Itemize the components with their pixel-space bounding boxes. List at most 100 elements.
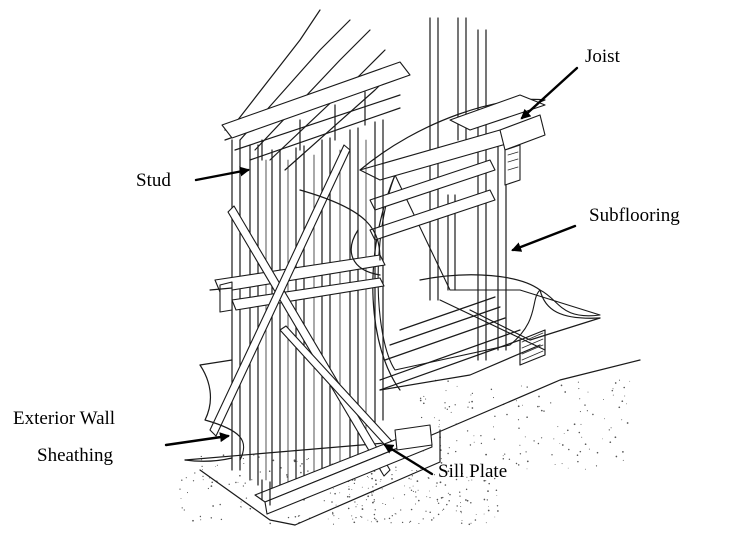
- ground-speck: [379, 480, 381, 482]
- ground-speck: [455, 478, 458, 481]
- ground-speck: [629, 380, 631, 382]
- ground-speck: [538, 395, 540, 398]
- ground-speck: [520, 385, 522, 387]
- ground-speck: [447, 380, 449, 382]
- ground-speck: [573, 423, 576, 426]
- ground-speck: [245, 497, 248, 499]
- labels: Joist Stud Subflooring Exterior Wall She…: [13, 46, 680, 482]
- ground-speck: [367, 487, 369, 489]
- ground-speck: [526, 416, 528, 419]
- label-sheathing: Sheathing: [37, 445, 113, 466]
- ground-speck: [621, 400, 624, 403]
- sheathing-arrow: [164, 432, 230, 447]
- ground-speck: [430, 519, 433, 521]
- ground-speck: [375, 483, 377, 486]
- label-sill-plate: Sill Plate: [438, 461, 507, 482]
- ground-speck: [373, 501, 375, 503]
- ground-speck: [550, 402, 552, 404]
- ground-speck: [495, 489, 498, 491]
- ground-speck: [422, 518, 424, 520]
- ground-speck: [567, 467, 569, 469]
- ground-speck: [390, 522, 392, 524]
- ground-speck: [334, 492, 336, 495]
- ground-speck: [526, 460, 529, 463]
- ground-speck: [323, 500, 325, 502]
- ground-speck: [202, 475, 204, 478]
- ground-speck: [244, 482, 246, 484]
- ground-speck: [461, 512, 462, 514]
- ground-speck: [201, 469, 203, 471]
- ground-speck: [393, 497, 395, 499]
- ground-speck: [485, 453, 487, 456]
- ground-speck: [614, 382, 617, 384]
- ground-speck: [502, 455, 504, 457]
- ground-speck: [415, 496, 417, 498]
- ground-speck: [384, 503, 386, 506]
- ground-speck: [474, 519, 477, 521]
- ground-speck: [207, 487, 210, 490]
- ground-speck: [537, 442, 540, 445]
- ground-speck: [579, 411, 581, 413]
- ground-speck: [473, 435, 475, 437]
- ground-speck: [395, 469, 397, 471]
- ground-speck: [241, 506, 242, 508]
- ground-speck: [603, 399, 604, 400]
- ground-speck: [487, 490, 489, 492]
- ground-speck: [394, 513, 396, 515]
- ground-speck: [352, 518, 354, 520]
- ground-speck: [537, 405, 539, 408]
- ground-speck: [361, 508, 364, 510]
- ground-speck: [576, 454, 579, 456]
- ground-speck: [335, 504, 337, 506]
- subflooring-arrow: [511, 224, 577, 252]
- ground-speck: [444, 402, 446, 404]
- ground-speck: [471, 479, 473, 481]
- ground-speck: [418, 522, 420, 525]
- ground-speck: [370, 472, 373, 475]
- ground-speck: [181, 479, 183, 481]
- ground-speck: [515, 400, 517, 402]
- ground-speck: [428, 477, 430, 479]
- ground-speck: [272, 459, 275, 462]
- ground-speck: [299, 515, 301, 517]
- ground-speck: [332, 488, 334, 490]
- ground-speck: [416, 480, 419, 482]
- ground-speck: [268, 470, 271, 472]
- ground-speck: [373, 517, 376, 520]
- ground-speck: [584, 404, 586, 406]
- ground-speck: [459, 491, 461, 493]
- ground-speck: [614, 436, 617, 439]
- ground-speck: [454, 404, 456, 406]
- ground-speck: [210, 485, 213, 487]
- ground-speck: [216, 464, 218, 466]
- ground-speck: [455, 450, 457, 453]
- ground-speck: [460, 502, 461, 504]
- ground-speck: [235, 481, 237, 484]
- ground-speck: [592, 413, 594, 416]
- ground-speck: [200, 519, 202, 521]
- ground-speck: [374, 509, 376, 511]
- ground-speck: [468, 480, 470, 482]
- ground-speck: [450, 411, 452, 413]
- ground-speck: [588, 448, 590, 450]
- ground-speck: [494, 477, 496, 480]
- ground-speck: [417, 489, 419, 491]
- ground-speck: [202, 479, 204, 481]
- ground-speck: [211, 481, 214, 484]
- ground-speck: [351, 488, 353, 490]
- ground-speck: [412, 485, 414, 487]
- ground-speck: [470, 394, 472, 396]
- ground-speck: [615, 455, 618, 458]
- ground-speck: [462, 472, 464, 474]
- ground-speck: [626, 422, 629, 424]
- ground-speck: [557, 426, 559, 428]
- ground-speck: [438, 424, 440, 425]
- ground-speck: [327, 518, 329, 520]
- ground-speck: [259, 471, 261, 473]
- ground-speck: [370, 521, 372, 523]
- ground-speck: [469, 444, 472, 446]
- ground-speck: [612, 388, 614, 390]
- ground-speck: [237, 481, 239, 483]
- ground-speck: [554, 464, 556, 465]
- ground-speck: [553, 438, 555, 440]
